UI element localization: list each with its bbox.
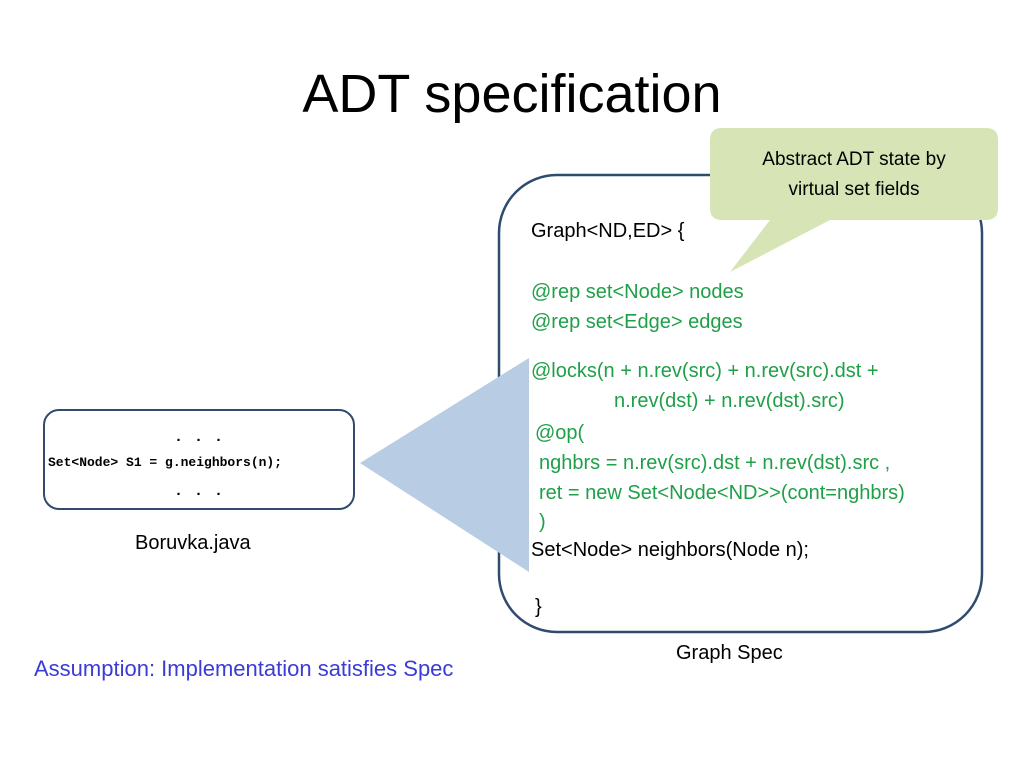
client-caption: Boruvka.java [135,532,251,554]
ellipsis-bottom: . . . [173,483,224,500]
locks-line-1: @locks(n + n.rev(src) + n.rev(src).dst + [531,360,879,382]
op-close: ) [539,511,546,533]
slide-title: ADT specification [302,64,722,124]
closing-brace: } [535,596,542,618]
op-ret: ret = new Set<Node<ND>>(cont=nghbrs) [539,482,905,504]
ellipsis-top: . . . [173,429,224,446]
assumption-text: Assumption: Implementation satisfies Spe… [34,656,454,681]
op-nghbrs: nghbrs = n.rev(src).dst + n.rev(dst).src… [539,452,891,474]
spec-header: Graph<ND,ED> { [531,220,685,242]
callout-text: Abstract ADT state by virtual set fields [710,145,998,205]
rep-nodes: @rep set<Node> nodes [531,281,744,303]
client-code-box: . . . Set<Node> S1 = g.neighbors(n); . .… [43,409,355,510]
client-code-line: Set<Node> S1 = g.neighbors(n); [48,455,283,470]
callout-line-2: virtual set fields [788,179,920,200]
connector-triangle [360,358,529,572]
rep-edges: @rep set<Edge> edges [531,311,743,333]
op-open: @op( [535,422,585,444]
locks-line-2: n.rev(dst) + n.rev(dst).src) [614,390,845,412]
method-signature: Set<Node> neighbors(Node n); [531,539,809,561]
callout-line-1: Abstract ADT state by [762,149,946,170]
callout-bubble [710,128,998,272]
spec-caption: Graph Spec [676,642,783,664]
